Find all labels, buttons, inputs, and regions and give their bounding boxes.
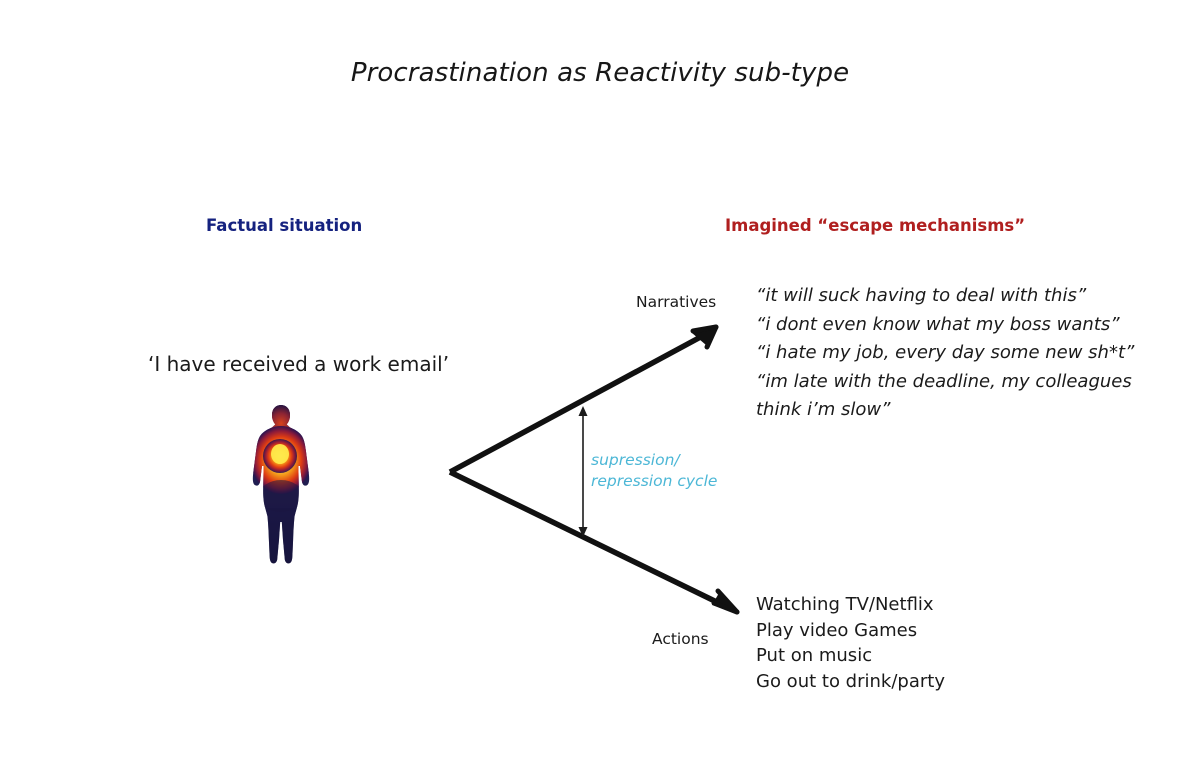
- list-item: “i hate my job, every day some new sh*t”: [756, 342, 1135, 363]
- branch-label-narratives: Narratives: [636, 293, 717, 311]
- branch-label-actions: Actions: [652, 630, 709, 648]
- arrow-to-actions: [448, 469, 740, 615]
- list-item: Put on music: [756, 645, 873, 666]
- thermal-body-figure: [248, 404, 314, 566]
- factual-situation-statement: ‘I have received a work email’: [148, 352, 450, 376]
- column-header-factual: Factual situation: [206, 216, 363, 235]
- list-item: “im late with the deadline, my colleague…: [756, 370, 1132, 421]
- list-item: “it will suck having to deal with this”: [756, 285, 1087, 306]
- narratives-list: “it will suck having to deal with this” …: [756, 282, 1156, 425]
- suppression-repression-cycle-label: supression/ repression cycle: [591, 450, 717, 492]
- suppression-repression-cycle-arrow: [578, 406, 588, 537]
- thermal-body-svg: [252, 405, 310, 564]
- actions-list: Watching TV/Netflix Play video Games Put…: [756, 592, 1096, 694]
- page-title: Procrastination as Reactivity sub-type: [350, 58, 850, 88]
- list-item: Watching TV/Netflix: [756, 594, 934, 615]
- cycle-label-line-1: supression/: [591, 451, 680, 469]
- cycle-label-line-2: repression cycle: [591, 472, 718, 490]
- list-item: “i dont even know what my boss wants”: [756, 313, 1120, 335]
- list-item: Play video Games: [756, 619, 918, 641]
- list-item: Go out to drink/party: [756, 670, 945, 692]
- column-header-escape-mechanisms: Imagined “escape mechanisms”: [725, 216, 1026, 235]
